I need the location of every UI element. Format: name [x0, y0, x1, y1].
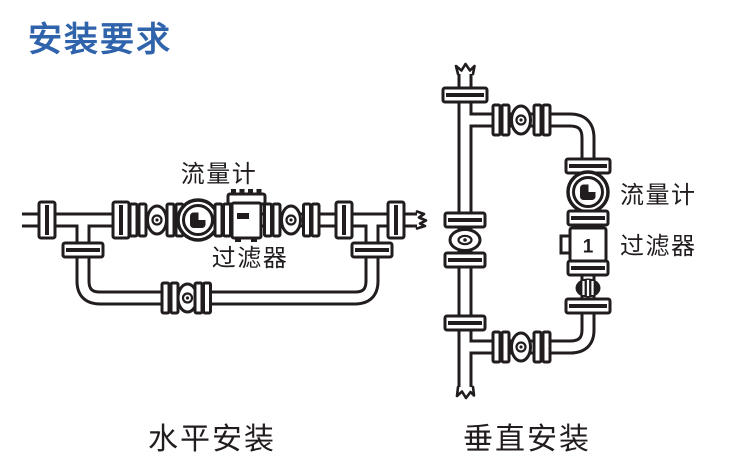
pipe-break-icon	[454, 60, 476, 76]
caption-vertical-installation: 垂直安装	[463, 423, 591, 456]
flange-plate-icon	[202, 281, 212, 315]
flange-plate-icon	[532, 330, 543, 364]
flange-plate-icon	[541, 330, 552, 364]
valve-icon	[280, 204, 302, 236]
flange-plate-icon	[222, 202, 232, 238]
flange-plate-icon	[302, 202, 312, 238]
filter-label: 过滤器	[212, 245, 289, 272]
page-title: 安装要求	[28, 21, 172, 59]
flange-icon	[386, 200, 406, 240]
pipe-break-icon	[415, 209, 433, 231]
flange-plate-icon	[500, 330, 511, 364]
flange-icon	[443, 211, 487, 229]
handwheel-valve-icon	[575, 278, 601, 298]
flange-plate-icon	[193, 281, 204, 315]
valve-icon	[510, 331, 532, 363]
vertical-installation-diagram: 1 流量计 过滤器 垂直安装	[441, 60, 697, 456]
flange-plate-icon	[541, 103, 552, 137]
flow-meter-label: 流量计	[181, 161, 258, 188]
flow-meter-icon	[176, 198, 220, 242]
flange-plate-icon	[532, 103, 543, 137]
filter-icon	[226, 189, 267, 242]
filter-marking: 1	[583, 237, 594, 258]
flow-meter-label: 流量计	[620, 182, 697, 209]
flange-icon	[350, 241, 394, 259]
flange-plate-icon	[137, 202, 148, 238]
flange-icon	[443, 251, 487, 269]
flange-plate-icon	[491, 330, 502, 364]
filter-label: 过滤器	[620, 233, 697, 260]
flange-icon	[566, 259, 610, 277]
flange-icon	[564, 297, 612, 315]
horizontal-installation-diagram: 流量计 过滤器 水平安装	[22, 161, 433, 456]
flange-plate-icon	[165, 202, 176, 238]
flange-icon	[37, 200, 57, 240]
flange-icon	[443, 314, 487, 332]
flange-plate-icon	[271, 202, 282, 238]
valve-icon	[146, 204, 168, 236]
flange-icon	[111, 200, 131, 240]
flange-plate-icon	[263, 202, 273, 238]
flange-plate-icon	[500, 103, 511, 137]
pipe-break-icon	[454, 385, 476, 401]
flange-icon	[334, 200, 354, 240]
flange-icon	[566, 209, 610, 227]
flange-icon	[61, 241, 105, 259]
flange-plate-icon	[160, 281, 171, 315]
caption-horizontal-installation: 水平安装	[148, 423, 276, 456]
flow-meter-icon	[566, 170, 610, 214]
flange-plate-icon	[213, 202, 224, 238]
flange-plate-icon	[491, 103, 502, 137]
flange-plate-icon	[128, 202, 139, 238]
flange-icon	[441, 86, 489, 104]
valve-icon	[510, 104, 532, 136]
flange-plate-icon	[310, 202, 321, 238]
filter-icon: 1	[559, 226, 608, 263]
